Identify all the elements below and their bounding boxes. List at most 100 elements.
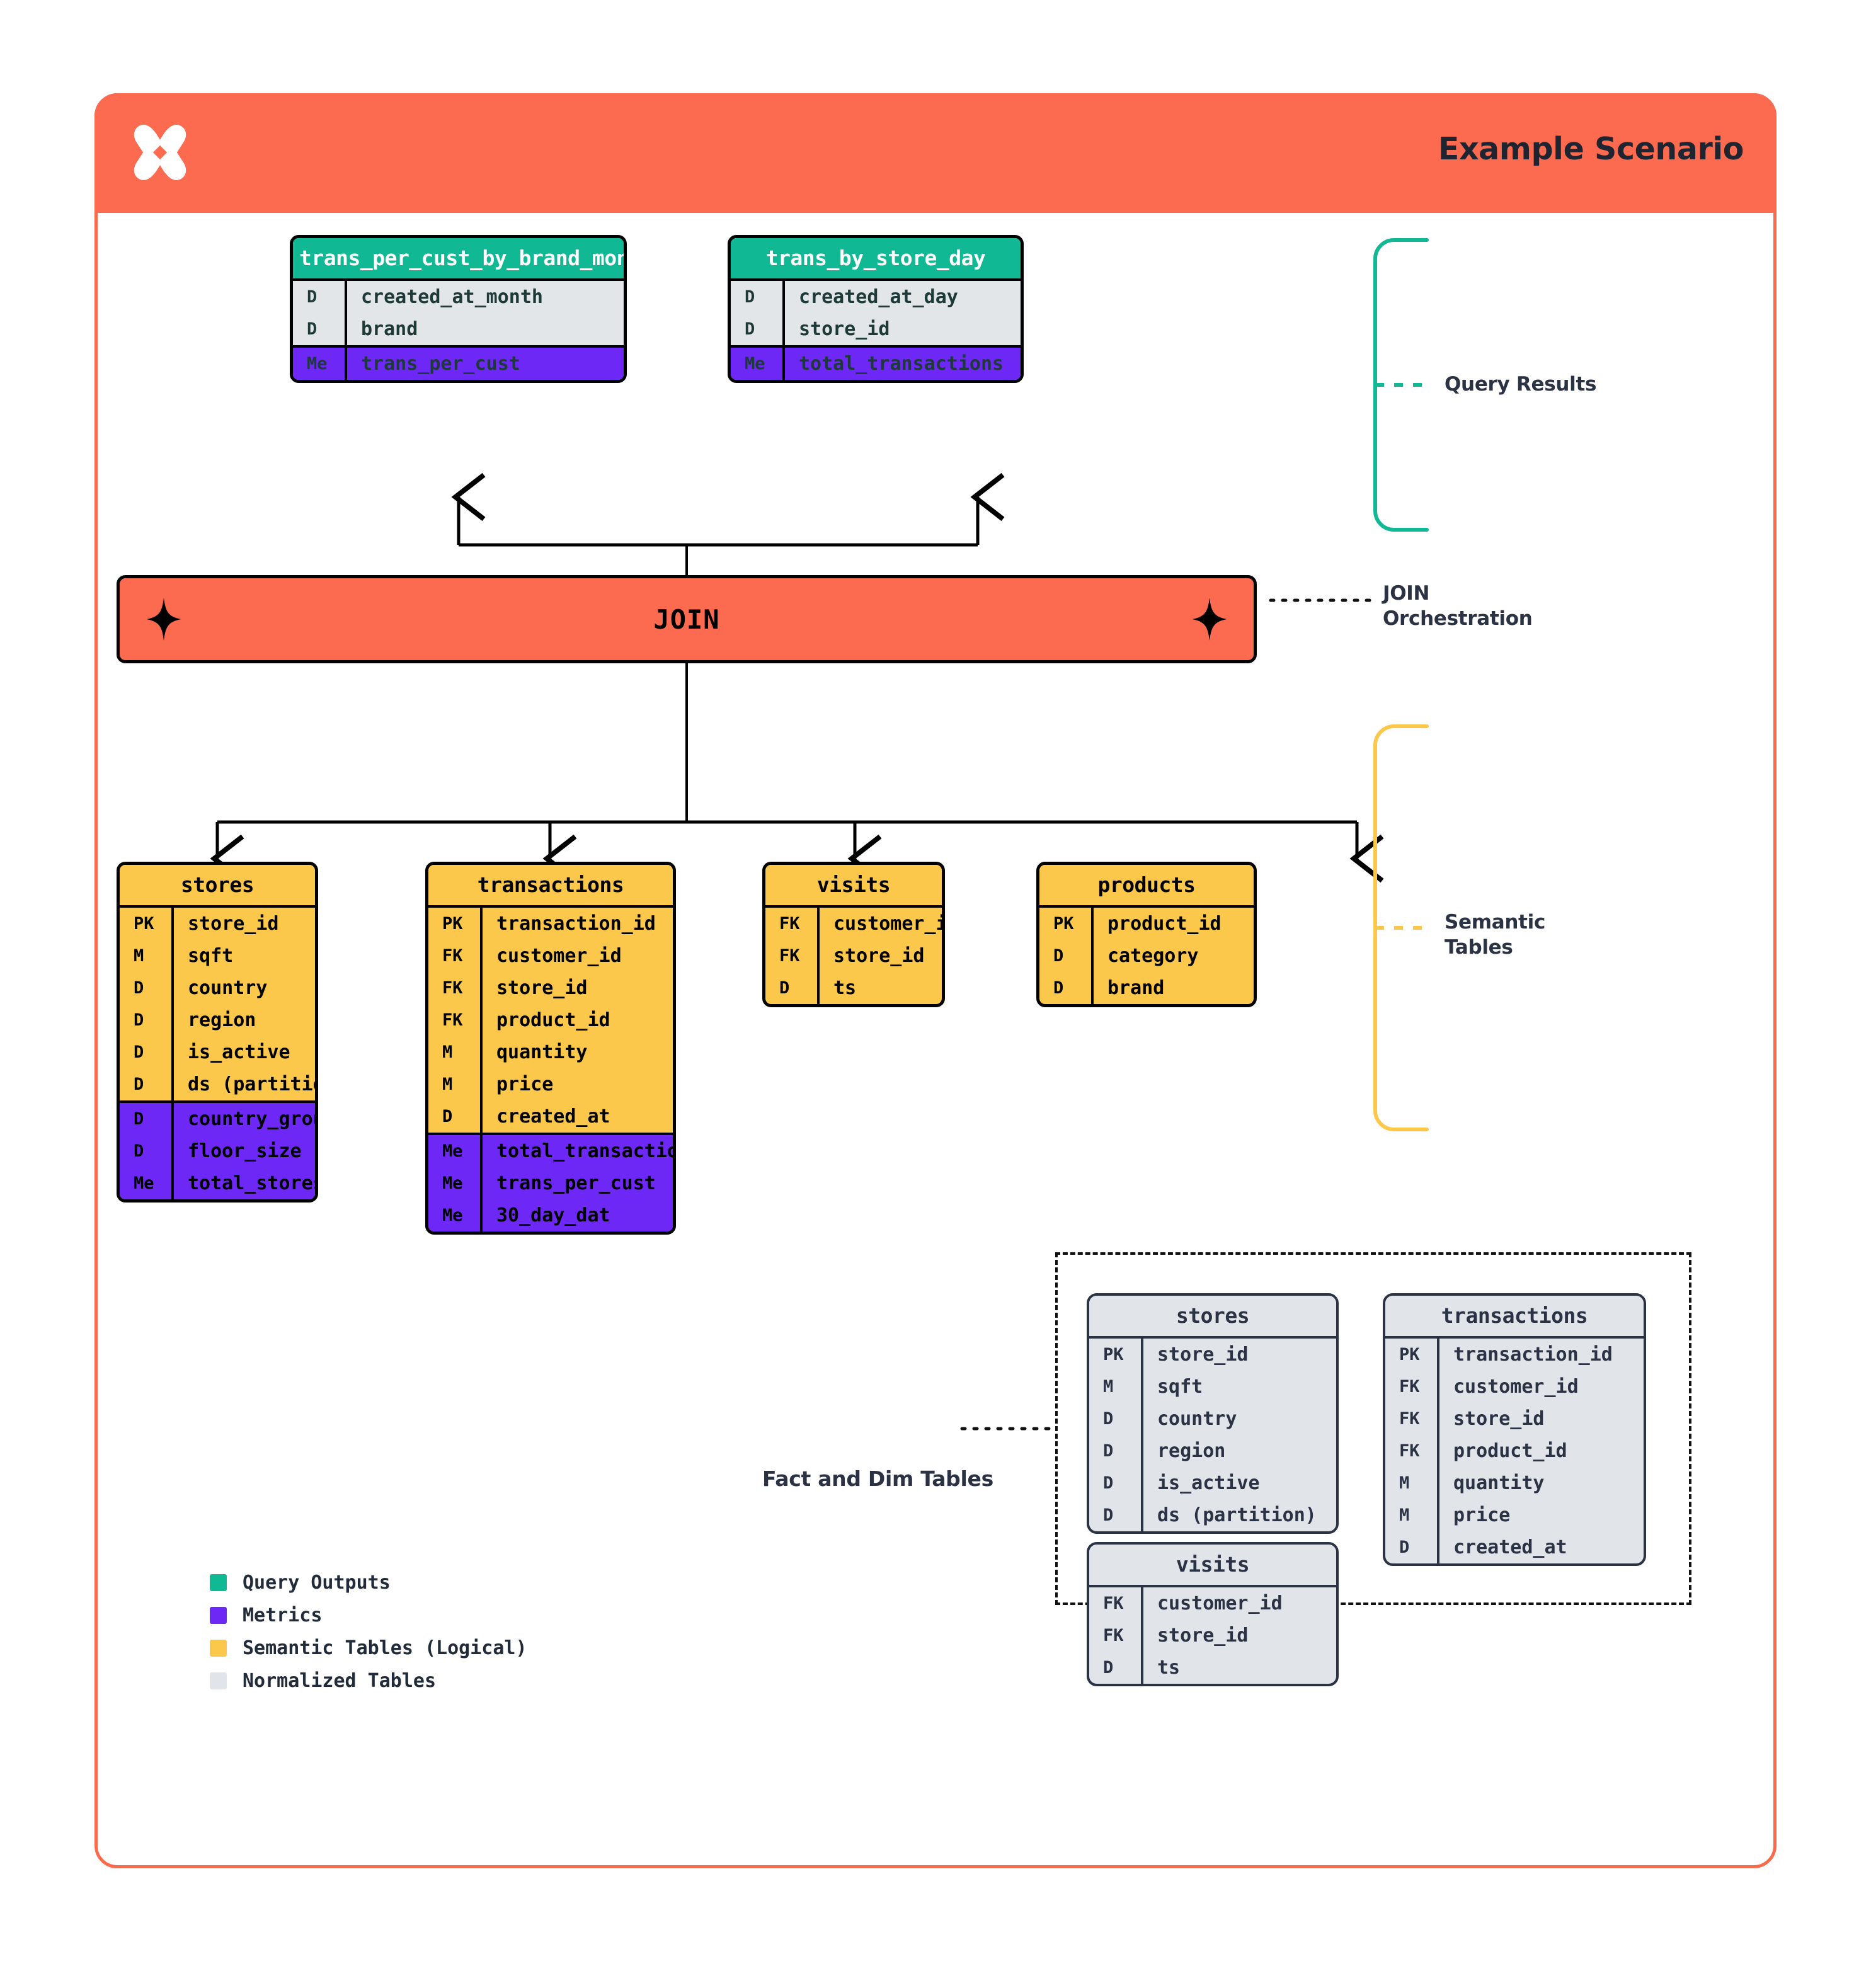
metric-name: trans_per_cust bbox=[345, 348, 624, 380]
query-results-bracket-label: Query Results bbox=[1445, 373, 1597, 396]
column-name: transaction_id bbox=[1437, 1339, 1644, 1371]
legend: Query Outputs Metrics Semantic Tables (L… bbox=[210, 1572, 527, 1703]
column-name: quantity bbox=[1437, 1467, 1644, 1499]
table-title: trans_per_cust_by_brand_month bbox=[293, 238, 624, 278]
column-key: D bbox=[134, 1010, 144, 1030]
column-name: country bbox=[1141, 1403, 1336, 1435]
legend-item-query-outputs: Query Outputs bbox=[210, 1572, 527, 1594]
column-key: M bbox=[1399, 1473, 1410, 1493]
column-name: created_at bbox=[1437, 1531, 1644, 1563]
join-orchestration-label: JOIN Orchestration bbox=[1383, 581, 1533, 631]
legend-item-normalized-tables: Normalized Tables bbox=[210, 1670, 527, 1692]
column-name: region bbox=[171, 1004, 315, 1036]
column-key: D bbox=[307, 319, 318, 339]
column-name: is_active bbox=[1141, 1467, 1336, 1499]
column-key: D bbox=[1103, 1409, 1114, 1429]
table-row: Me total_transactions bbox=[731, 348, 1021, 380]
column-key: FK bbox=[442, 978, 463, 998]
column-key: D bbox=[1103, 1505, 1114, 1525]
column-key: FK bbox=[779, 914, 800, 934]
table-metrics: Me total_transactions bbox=[731, 345, 1021, 380]
legend-swatch bbox=[210, 1607, 227, 1624]
column-key: D bbox=[134, 978, 144, 998]
column-name: sqft bbox=[1141, 1371, 1336, 1403]
metric-name: 30_day_dat bbox=[480, 1199, 673, 1231]
column-key: M bbox=[134, 946, 144, 966]
table-title: transactions bbox=[1385, 1296, 1644, 1336]
query-result-table-trans-per-cust-by-brand-month[interactable]: trans_per_cust_by_brand_month D created_… bbox=[290, 235, 627, 383]
metric-key: Me bbox=[307, 354, 328, 374]
column-key: FK bbox=[1399, 1441, 1420, 1461]
legend-label: Metrics bbox=[243, 1604, 323, 1626]
column-name: customer_id bbox=[817, 908, 942, 940]
column-name: created_at bbox=[480, 1100, 673, 1133]
column-key: FK bbox=[1399, 1409, 1420, 1429]
column-name: store_id bbox=[1141, 1620, 1336, 1652]
column-key: M bbox=[1103, 1377, 1114, 1397]
column-name: sqft bbox=[171, 940, 315, 972]
column-name: brand bbox=[345, 313, 624, 345]
join-orchestration-bar[interactable]: JOIN bbox=[117, 575, 1257, 663]
column-name: product_id bbox=[1091, 908, 1254, 940]
sparkle-icon bbox=[1192, 598, 1227, 641]
column-key: FK bbox=[1103, 1594, 1124, 1613]
table-row: Me trans_per_cust bbox=[293, 348, 624, 380]
metric-name: total_transactions bbox=[480, 1135, 673, 1167]
diagram-card: Example Scenario bbox=[94, 93, 1777, 1868]
column-key: D bbox=[1399, 1538, 1410, 1557]
column-name: brand bbox=[1091, 972, 1254, 1004]
metric-key: D bbox=[134, 1141, 144, 1161]
table-title: transactions bbox=[428, 865, 673, 905]
query-result-table-trans-by-store-day[interactable]: trans_by_store_day D created_at_day D st… bbox=[728, 235, 1024, 383]
metric-key: Me bbox=[134, 1174, 154, 1193]
column-key: D bbox=[1103, 1473, 1114, 1493]
metric-name: trans_per_cust bbox=[480, 1167, 673, 1199]
column-name: product_id bbox=[480, 1004, 673, 1036]
table-row: Dds (partition) bbox=[120, 1068, 315, 1100]
legend-label: Query Outputs bbox=[243, 1572, 391, 1594]
column-key: PK bbox=[1103, 1345, 1124, 1364]
table-columns: D created_at_day D store_id bbox=[731, 278, 1021, 345]
table-title: products bbox=[1039, 865, 1254, 905]
column-name: created_at_month bbox=[345, 281, 624, 313]
table-title: stores bbox=[1089, 1296, 1336, 1336]
metric-name: total_transactions bbox=[782, 348, 1021, 380]
metric-name: floor_size bbox=[171, 1135, 315, 1167]
column-name: store_id bbox=[1437, 1403, 1644, 1435]
column-key: FK bbox=[779, 946, 800, 966]
legend-label: Semantic Tables (Logical) bbox=[243, 1637, 527, 1659]
column-name: store_id bbox=[1141, 1339, 1336, 1371]
column-key: PK bbox=[1053, 914, 1074, 934]
column-name: is_active bbox=[171, 1036, 315, 1068]
